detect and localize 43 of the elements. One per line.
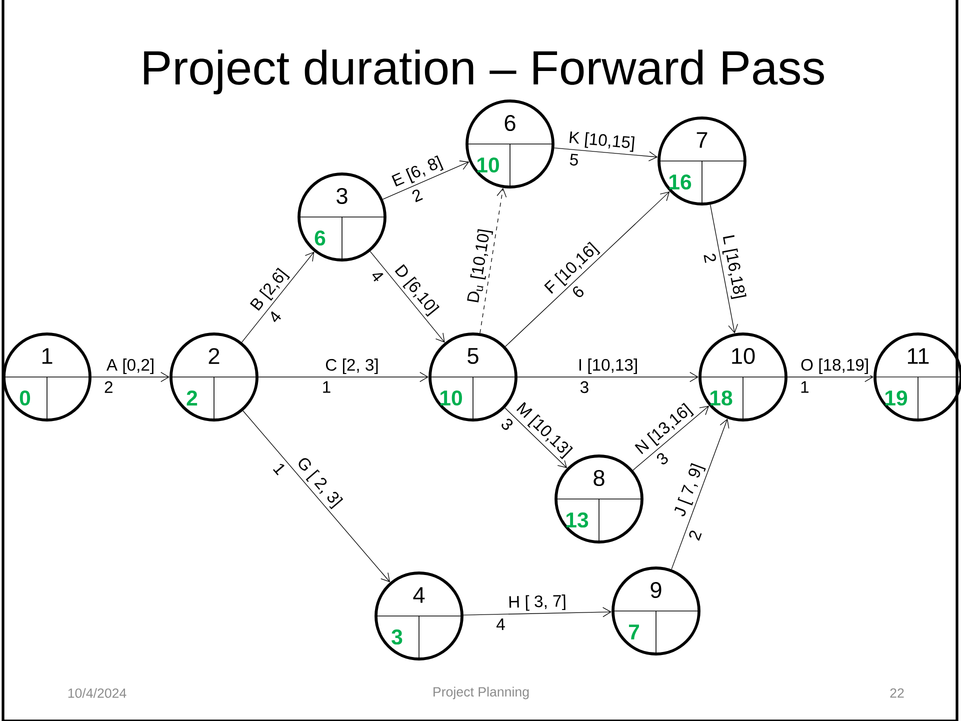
arrow: [632, 406, 710, 471]
arrow: [480, 188, 507, 334]
edge-label: I [10,13]: [576, 357, 640, 376]
arrow: [517, 372, 699, 382]
footer-text: 22: [890, 688, 904, 698]
edge-label: O [18,19]: [799, 357, 870, 376]
arrow: [241, 252, 314, 343]
duration-label: 6: [568, 282, 588, 302]
duration-label: 4: [266, 308, 284, 326]
edge-label: L [16,18]: [718, 232, 748, 302]
duration-label: 1: [270, 460, 289, 478]
duration-label: 1: [798, 380, 811, 394]
duration-label: 5: [568, 152, 581, 168]
edge-label: D$_{u}$ [10,10]: [464, 226, 495, 306]
slide-title: Project duration – Forward Pass: [144, 50, 824, 94]
duration-label: 3: [578, 380, 590, 394]
footer-text: 10/4/2024: [68, 688, 126, 698]
arrow: [671, 418, 730, 570]
arrow: [505, 192, 670, 347]
edge-label: A [0,2]: [105, 357, 156, 376]
duration-label: 4: [494, 617, 507, 632]
duration-label: 3: [653, 449, 672, 468]
arrow: [91, 372, 170, 382]
arrow: [370, 251, 445, 343]
arrow: [242, 410, 390, 582]
footer-text: Project Planning: [434, 686, 529, 700]
arrow: [710, 204, 738, 334]
arrow: [258, 372, 429, 382]
edge-label: J [ 7, 9]: [670, 460, 708, 520]
duration-label: 2: [408, 186, 426, 204]
duration-label: 1: [320, 380, 332, 394]
duration-label: 2: [686, 527, 704, 544]
arrow: [382, 160, 470, 200]
arrow: [554, 148, 658, 162]
edge-label: C [2, 3]: [324, 357, 380, 376]
arrow: [504, 408, 568, 468]
edge-label: H [ 3, 7]: [506, 593, 568, 613]
edge-label: K [10,15]: [566, 129, 638, 154]
duration-label: 4: [368, 266, 387, 286]
edge-label: G [ 2, 3]: [292, 453, 346, 512]
arrow: [463, 607, 612, 618]
duration-label: 2: [102, 380, 115, 394]
duration-label: 2: [702, 250, 718, 266]
